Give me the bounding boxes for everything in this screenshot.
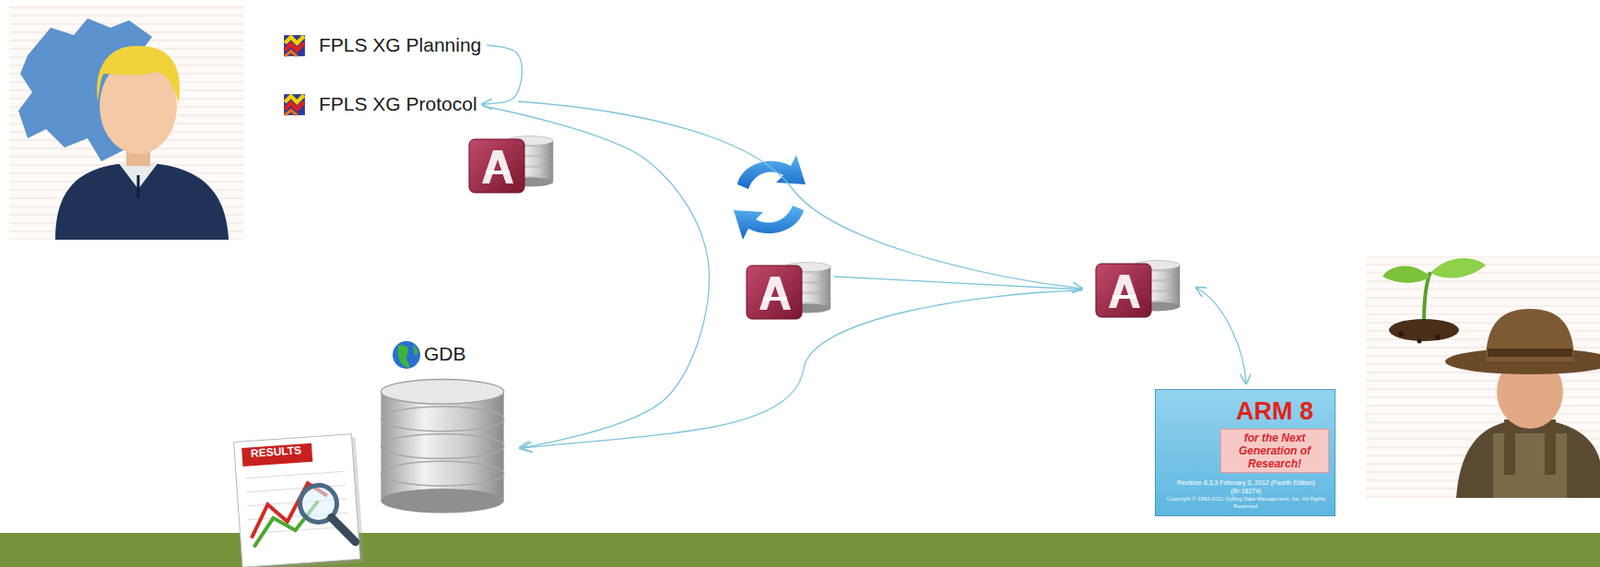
sync-icon — [733, 154, 806, 240]
database-icon — [380, 378, 504, 513]
node-title: ARM 8 — [1220, 397, 1330, 425]
farmer-figure — [1365, 256, 1600, 498]
access-db-icon — [1095, 260, 1180, 318]
access-db-icon — [469, 136, 553, 193]
data-flow-connector — [482, 45, 523, 105]
application-node: FPLS XG Protocol — [318, 91, 478, 118]
icon-label: RESULTS — [250, 443, 303, 460]
node-note: Copyright © 1982-2011 Gylling Data Manag… — [1163, 494, 1330, 510]
node-title: FPLS XG Protocol — [318, 91, 478, 118]
app-icon — [283, 35, 306, 57]
node-note: Revision 8.3.3 February 3, 2012 (Fourth … — [1163, 478, 1330, 495]
node-title: FPLS XG Planning — [318, 32, 482, 59]
node-note: for the Next Generation of Research! — [1220, 428, 1330, 473]
database-node: GDB — [387, 341, 517, 517]
planner-figure — [9, 4, 245, 240]
node-title: GDB — [387, 341, 517, 367]
splash-box: ARM 8 for the Next Generation of Research… — [1154, 388, 1336, 517]
app-icon — [283, 94, 306, 116]
access-db-icon — [746, 262, 831, 319]
results-icon — [234, 433, 365, 567]
application-node: FPLS XG Planning — [318, 32, 482, 59]
data-flow-connector — [482, 105, 710, 448]
data-flow-lines — [517, 101, 1247, 448]
globe-icon — [392, 341, 421, 369]
